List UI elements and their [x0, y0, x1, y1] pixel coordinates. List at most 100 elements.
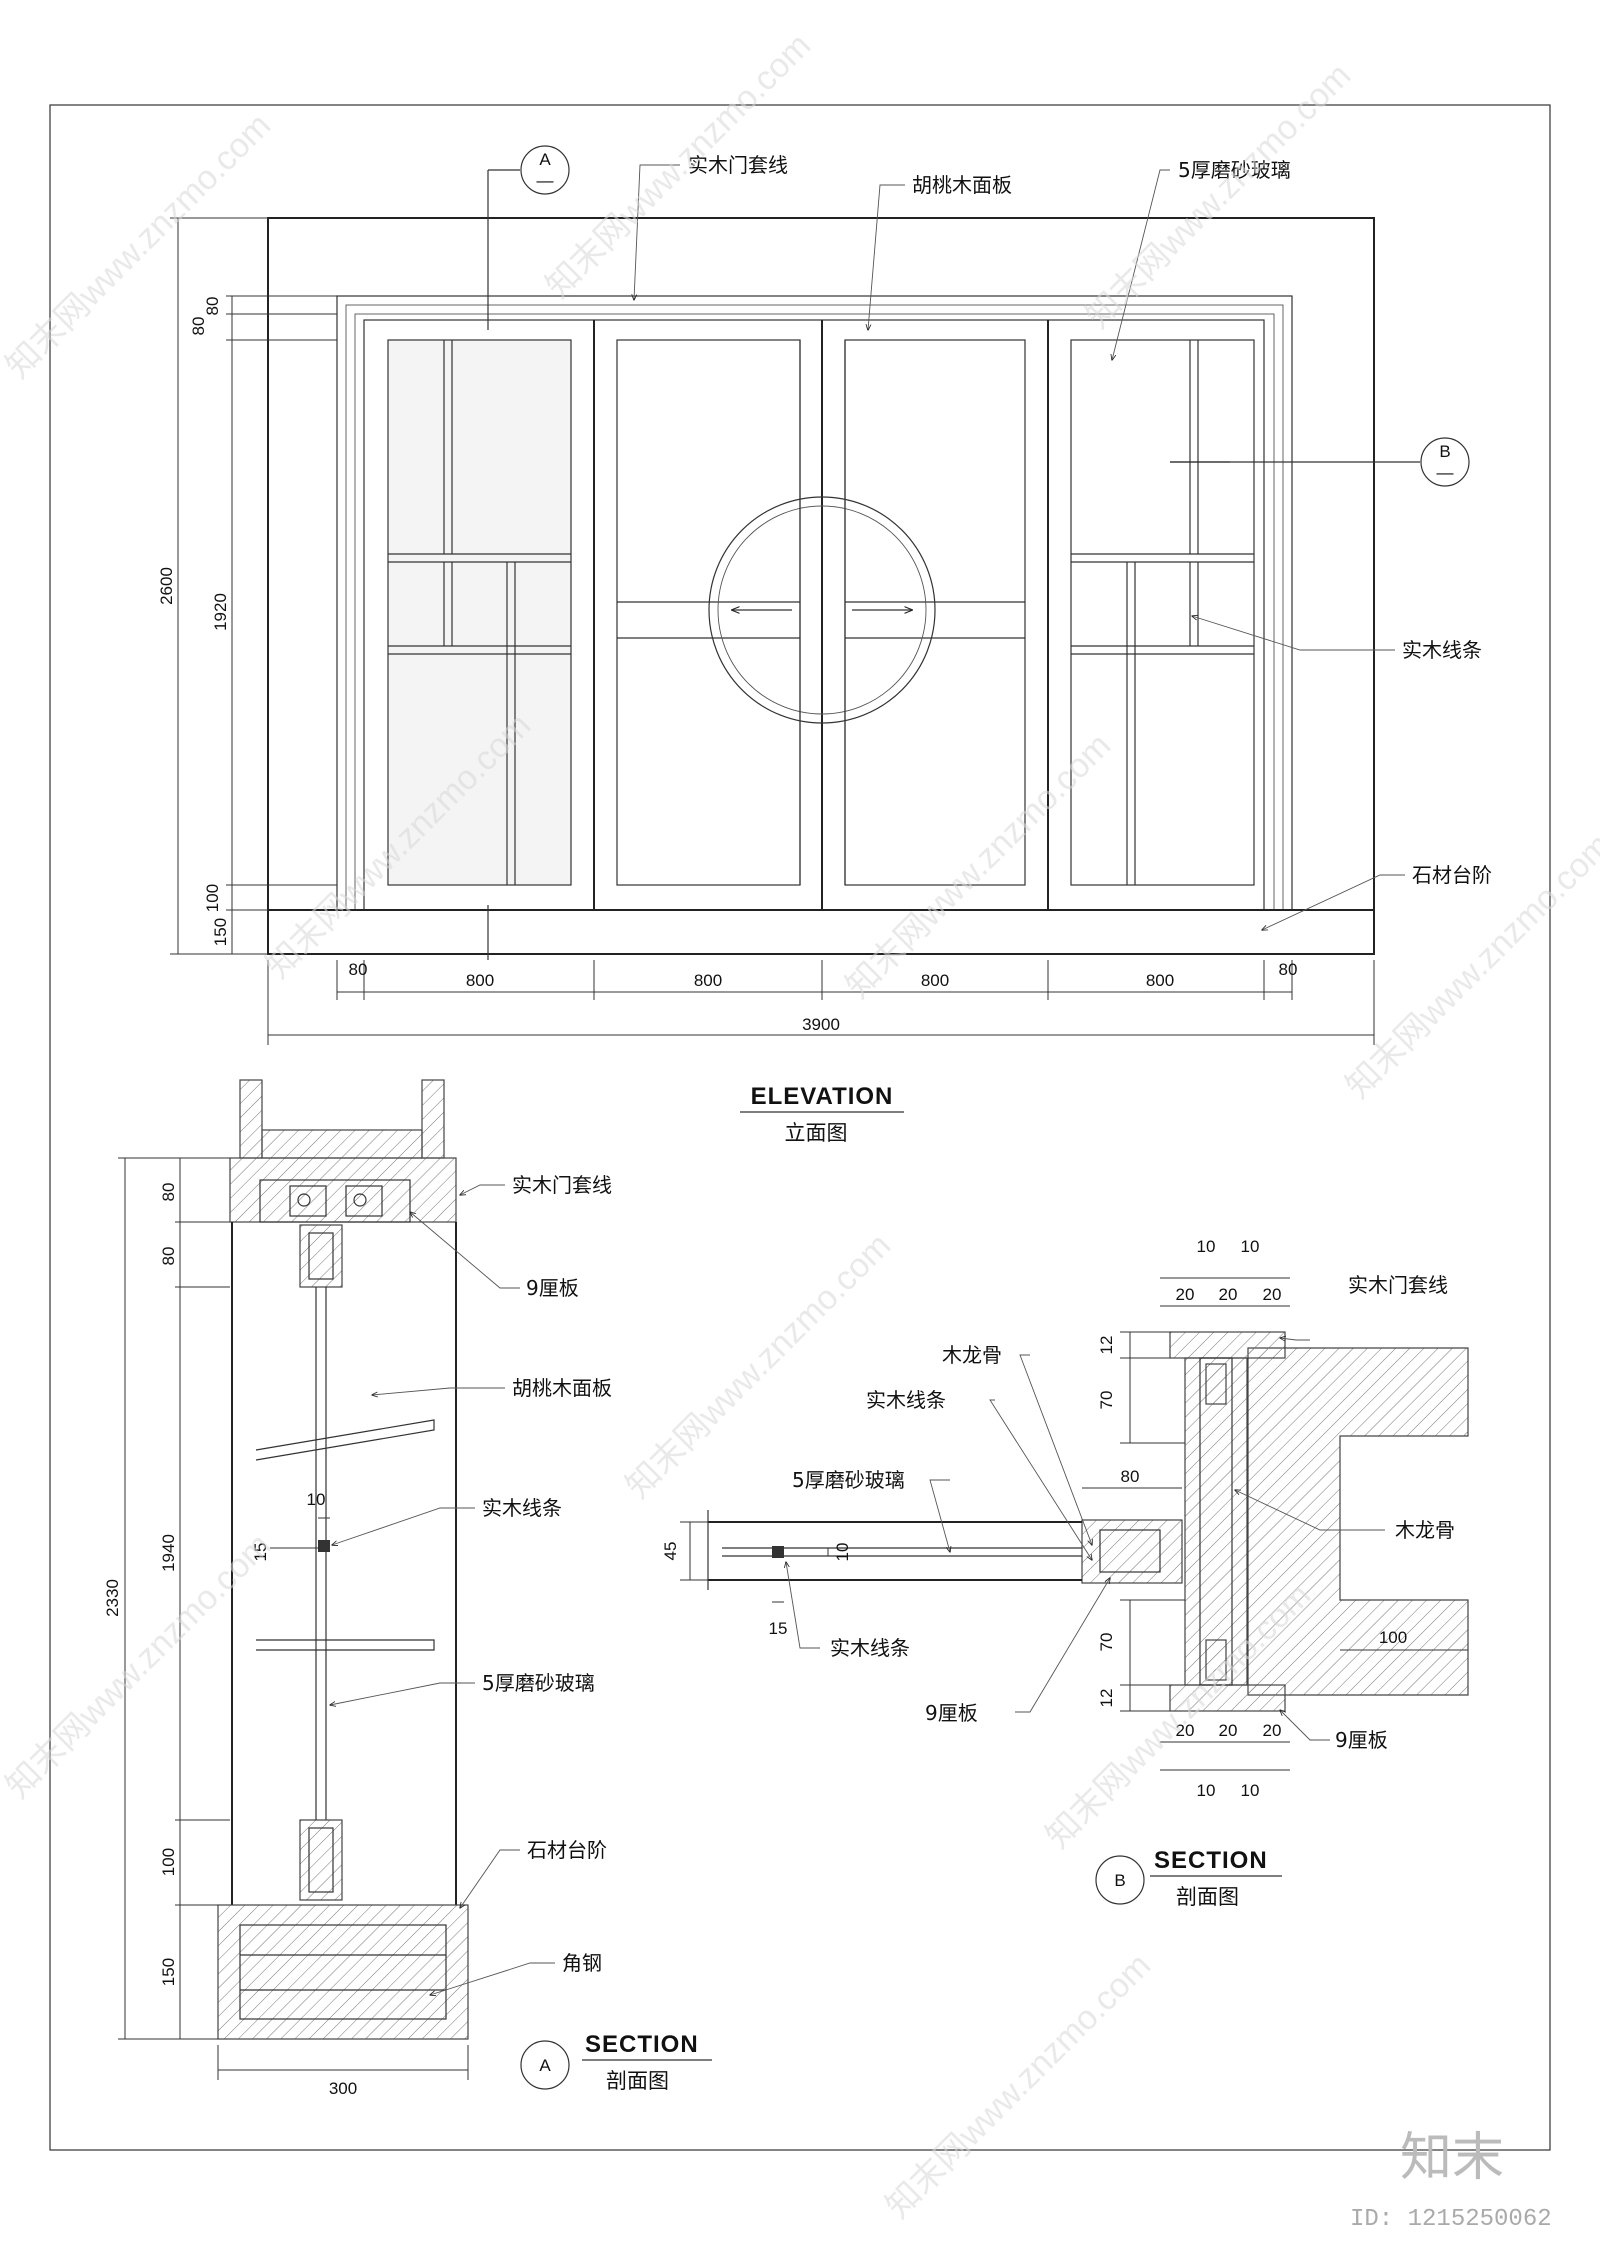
leader-walnut-panel [868, 184, 905, 330]
dim-right-80: 80 [1279, 960, 1298, 979]
section-a-panel-top [299, 1224, 343, 1288]
sa-label-door-casing: 实木门套线 [512, 1173, 612, 1197]
sb-dim-70-top: 70 [1097, 1391, 1116, 1410]
elevation-title: ELEVATION [751, 1083, 894, 1110]
dim-left-80: 80 [349, 960, 368, 979]
dim-panel-4: 800 [1146, 971, 1174, 990]
elevation-horizontal-dims [267, 960, 1375, 1045]
sb-label-plywood-right: 9厘板 [1335, 1728, 1388, 1752]
dim-total-width: 3900 [802, 1015, 840, 1034]
sa-label-frosted-glass: 5厚磨砂玻璃 [482, 1671, 595, 1695]
sa-dim-2330: 2330 [103, 1579, 122, 1617]
sb-label-door-casing: 实木门套线 [1348, 1273, 1448, 1297]
sb-label-wood-strip-bottom: 实木线条 [830, 1636, 910, 1660]
watermark-text: 知末网www.znzmo.com [619, 1226, 898, 1505]
elevation-view: A — B — 实木门套线 胡桃木面板 5厚磨砂玻璃 实木线条 石材台阶 [157, 145, 1492, 1145]
dim-panel-3: 800 [921, 971, 949, 990]
sb-dim-12-bottom: 12 [1097, 1689, 1116, 1708]
section-a-title: SECTION [585, 2031, 699, 2058]
dim-top-80a: 80 [189, 317, 208, 336]
brand-watermark: 知末 [1400, 2128, 1504, 2188]
dim-top-80b: 80 [203, 297, 222, 316]
section-a-subtitle: 剖面图 [606, 2069, 669, 2093]
sa-dim-1940: 1940 [159, 1534, 178, 1572]
label-frosted-glass: 5厚磨砂玻璃 [1178, 158, 1291, 182]
watermark-text: 知末网www.znzmo.com [1079, 56, 1358, 335]
sa-label-wood-strip: 实木线条 [482, 1496, 562, 1520]
sb-dim-top-10b: 10 [1241, 1237, 1260, 1256]
id-watermark: ID: 1215250062 [1350, 2206, 1552, 2233]
sb-dim-bottom-20c: 20 [1263, 1721, 1282, 1740]
moon-window [708, 496, 936, 724]
section-a-view: 实木门套线 9厘板 胡桃木面板 实木线条 5厚磨砂玻璃 石材台阶 角钢 80 8… [103, 1079, 712, 2098]
leader-wood-strip [1192, 616, 1395, 651]
sb-dim-70-bottom: 70 [1097, 1633, 1116, 1652]
label-stone-step: 石材台阶 [1412, 863, 1492, 887]
dim-panel-2: 800 [694, 971, 722, 990]
label-walnut-panel: 胡桃木面板 [912, 173, 1012, 197]
sa-label-angle-steel: 角钢 [562, 1951, 602, 1975]
sb-dim-top-20a: 20 [1176, 1285, 1195, 1304]
leader-stone-step [1262, 874, 1405, 930]
sa-dim-150: 150 [159, 1958, 178, 1986]
section-b-subtitle: 剖面图 [1176, 1885, 1239, 1909]
leader-door-casing [634, 164, 680, 300]
section-a-dash: — [537, 171, 554, 190]
sa-label-stone-step: 石材台阶 [527, 1838, 607, 1862]
leader-frosted-glass [1112, 169, 1170, 360]
dim-panel-1: 800 [466, 971, 494, 990]
section-a-title-marker [520, 2040, 570, 2090]
sb-dim-100: 100 [1379, 1628, 1407, 1647]
sb-label-wood-keel-right: 木龙骨 [1395, 1518, 1455, 1542]
sb-label-frosted-glass: 5厚磨砂玻璃 [792, 1468, 905, 1492]
section-a-dims [118, 1157, 469, 2080]
sb-dim-top-20b: 20 [1219, 1285, 1238, 1304]
sb-label-plywood-bottom: 9厘板 [925, 1701, 978, 1725]
sb-dim-15: 15 [769, 1619, 788, 1638]
watermark-text: 知末网www.znzmo.com [0, 106, 278, 385]
section-b-title: SECTION [1154, 1847, 1268, 1874]
sb-dim-10-glass: 10 [833, 1543, 852, 1562]
section-a-letter: A [539, 150, 551, 169]
section-b-letter: B [1439, 442, 1450, 461]
sa-label-walnut-panel: 胡桃木面板 [512, 1376, 612, 1400]
section-b-marker [1420, 437, 1470, 487]
sa-dim-strip-15: 15 [251, 1543, 270, 1562]
section-b-dash: — [1437, 463, 1454, 482]
sa-marker-letter: A [539, 2056, 551, 2075]
label-wood-strip: 实木线条 [1402, 638, 1482, 662]
section-a-step [217, 1904, 469, 2040]
sb-dim-bottom-10b: 10 [1241, 1781, 1260, 1800]
section-b-view: 木龙骨 实木线条 5厚磨砂玻璃 实木门套线 木龙骨 实木线条 9厘板 9厘板 [661, 1237, 1469, 1909]
sb-dim-top-20c: 20 [1263, 1285, 1282, 1304]
section-a-marker [520, 145, 570, 195]
elevation-vertical-dims [170, 217, 337, 955]
dim-total-height: 2600 [157, 567, 176, 605]
sa-dim-top-80: 80 [159, 1183, 178, 1202]
watermark-text: 知末网www.znzmo.com [839, 726, 1118, 1005]
elevation-subtitle: 立面图 [785, 1121, 848, 1145]
sb-dim-bottom-10a: 10 [1197, 1781, 1216, 1800]
sb-dim-12-top: 12 [1097, 1336, 1116, 1355]
right-panel-grid [1070, 339, 1255, 886]
sb-dim-bottom-20b: 20 [1219, 1721, 1238, 1740]
sa-dim-300: 300 [329, 2079, 357, 2098]
sb-dim-top-10a: 10 [1197, 1237, 1216, 1256]
dim-door-height: 1920 [211, 593, 230, 631]
sb-dim-bottom-20a: 20 [1176, 1721, 1195, 1740]
sb-label-wood-strip-top: 实木线条 [866, 1388, 946, 1412]
sa-label-plywood: 9厘板 [526, 1276, 579, 1300]
sb-marker-letter: B [1114, 1871, 1125, 1890]
left-panel-grid [387, 339, 572, 886]
watermark-text: 知末网www.znzmo.com [1039, 1576, 1318, 1855]
sb-dim-80: 80 [1121, 1467, 1140, 1486]
sheet-border [49, 104, 1551, 2151]
section-a-panel-bottom [299, 1819, 343, 1901]
watermark-text: 知末网www.znzmo.com [879, 1946, 1158, 2225]
section-a-head [229, 1157, 457, 1223]
label-door-casing: 实木门套线 [688, 153, 788, 177]
sa-dim-strip-10: 10 [307, 1490, 326, 1509]
sa-dim-100: 100 [159, 1848, 178, 1876]
sb-dim-45: 45 [661, 1542, 680, 1561]
section-b-title-marker [1095, 1855, 1145, 1905]
